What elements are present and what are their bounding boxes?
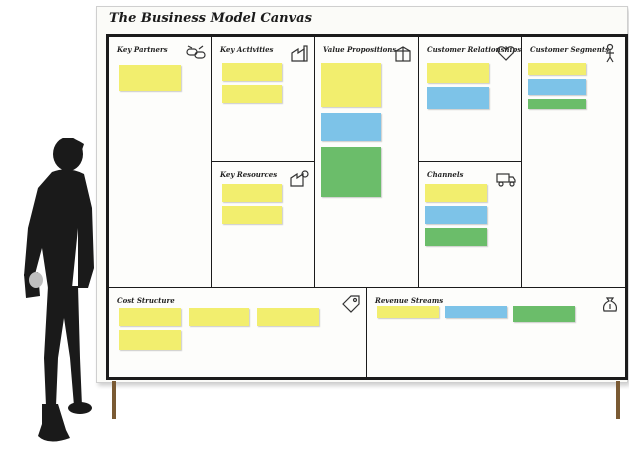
sticky-note: [425, 206, 487, 224]
sticky-note: [528, 63, 586, 75]
business-model-canvas: Key Partners Key Activities Key Resource…: [106, 34, 628, 380]
cell-value-propositions: Value Propositions: [314, 36, 419, 288]
sticky-note: [222, 85, 282, 103]
cell-title: Channels: [427, 170, 464, 179]
sticky-note: [321, 63, 381, 107]
sticky-note: [257, 308, 319, 326]
sticky-note: [119, 330, 181, 350]
gift-icon: [395, 46, 411, 62]
cell-key-resources: Key Resources: [211, 161, 315, 288]
cell-key-partners: Key Partners: [108, 36, 212, 288]
cell-title: Revenue Streams: [375, 296, 444, 305]
board-leg-left: [112, 381, 116, 419]
sticky-note: [321, 113, 381, 141]
truck-icon: [496, 173, 516, 187]
cell-title: Customer Relationships: [427, 45, 522, 54]
cell-title: Key Partners: [117, 45, 168, 54]
person-icon: [606, 43, 614, 63]
sticky-note: [222, 63, 282, 81]
sticky-note: [321, 147, 381, 197]
sticky-note: [427, 87, 489, 109]
price-tag-icon: [342, 295, 360, 313]
board-title: The Business Model Canvas: [109, 11, 312, 26]
factory-icon: [291, 45, 308, 62]
sticky-note: [119, 65, 181, 91]
cell-channels: Channels: [418, 161, 522, 288]
cell-title: Cost Structure: [117, 296, 175, 305]
cell-title: Key Activities: [220, 45, 274, 54]
sticky-note: [427, 63, 489, 83]
sticky-note: [528, 79, 586, 95]
sticky-note: [222, 184, 282, 202]
cell-title: Value Propositions: [323, 45, 397, 54]
sticky-note: [425, 184, 487, 202]
factory-icon: [290, 170, 309, 187]
board-leg-right: [616, 381, 620, 419]
money-bag-icon: [602, 297, 618, 312]
sticky-note: [425, 228, 487, 246]
sticky-note: [377, 306, 439, 318]
sticky-note: [445, 306, 507, 318]
heart-icon: [497, 46, 515, 61]
cell-title: Key Resources: [220, 170, 278, 179]
person-silhouette: [24, 138, 94, 442]
cell-customer-relationships: Customer Relationships: [418, 36, 522, 162]
cell-revenue-streams: Revenue Streams: [366, 287, 626, 378]
sticky-note: [513, 306, 575, 322]
cell-title: Customer Segments: [530, 45, 610, 54]
cell-customer-segments: Customer Segments: [521, 36, 626, 288]
cell-cost-structure: Cost Structure: [108, 287, 367, 378]
sticky-note: [119, 308, 181, 326]
sticky-note: [528, 99, 586, 109]
chain-link-icon: [186, 45, 206, 59]
sticky-note: [222, 206, 282, 224]
cell-key-activities: Key Activities: [211, 36, 315, 162]
sticky-note: [189, 308, 249, 326]
